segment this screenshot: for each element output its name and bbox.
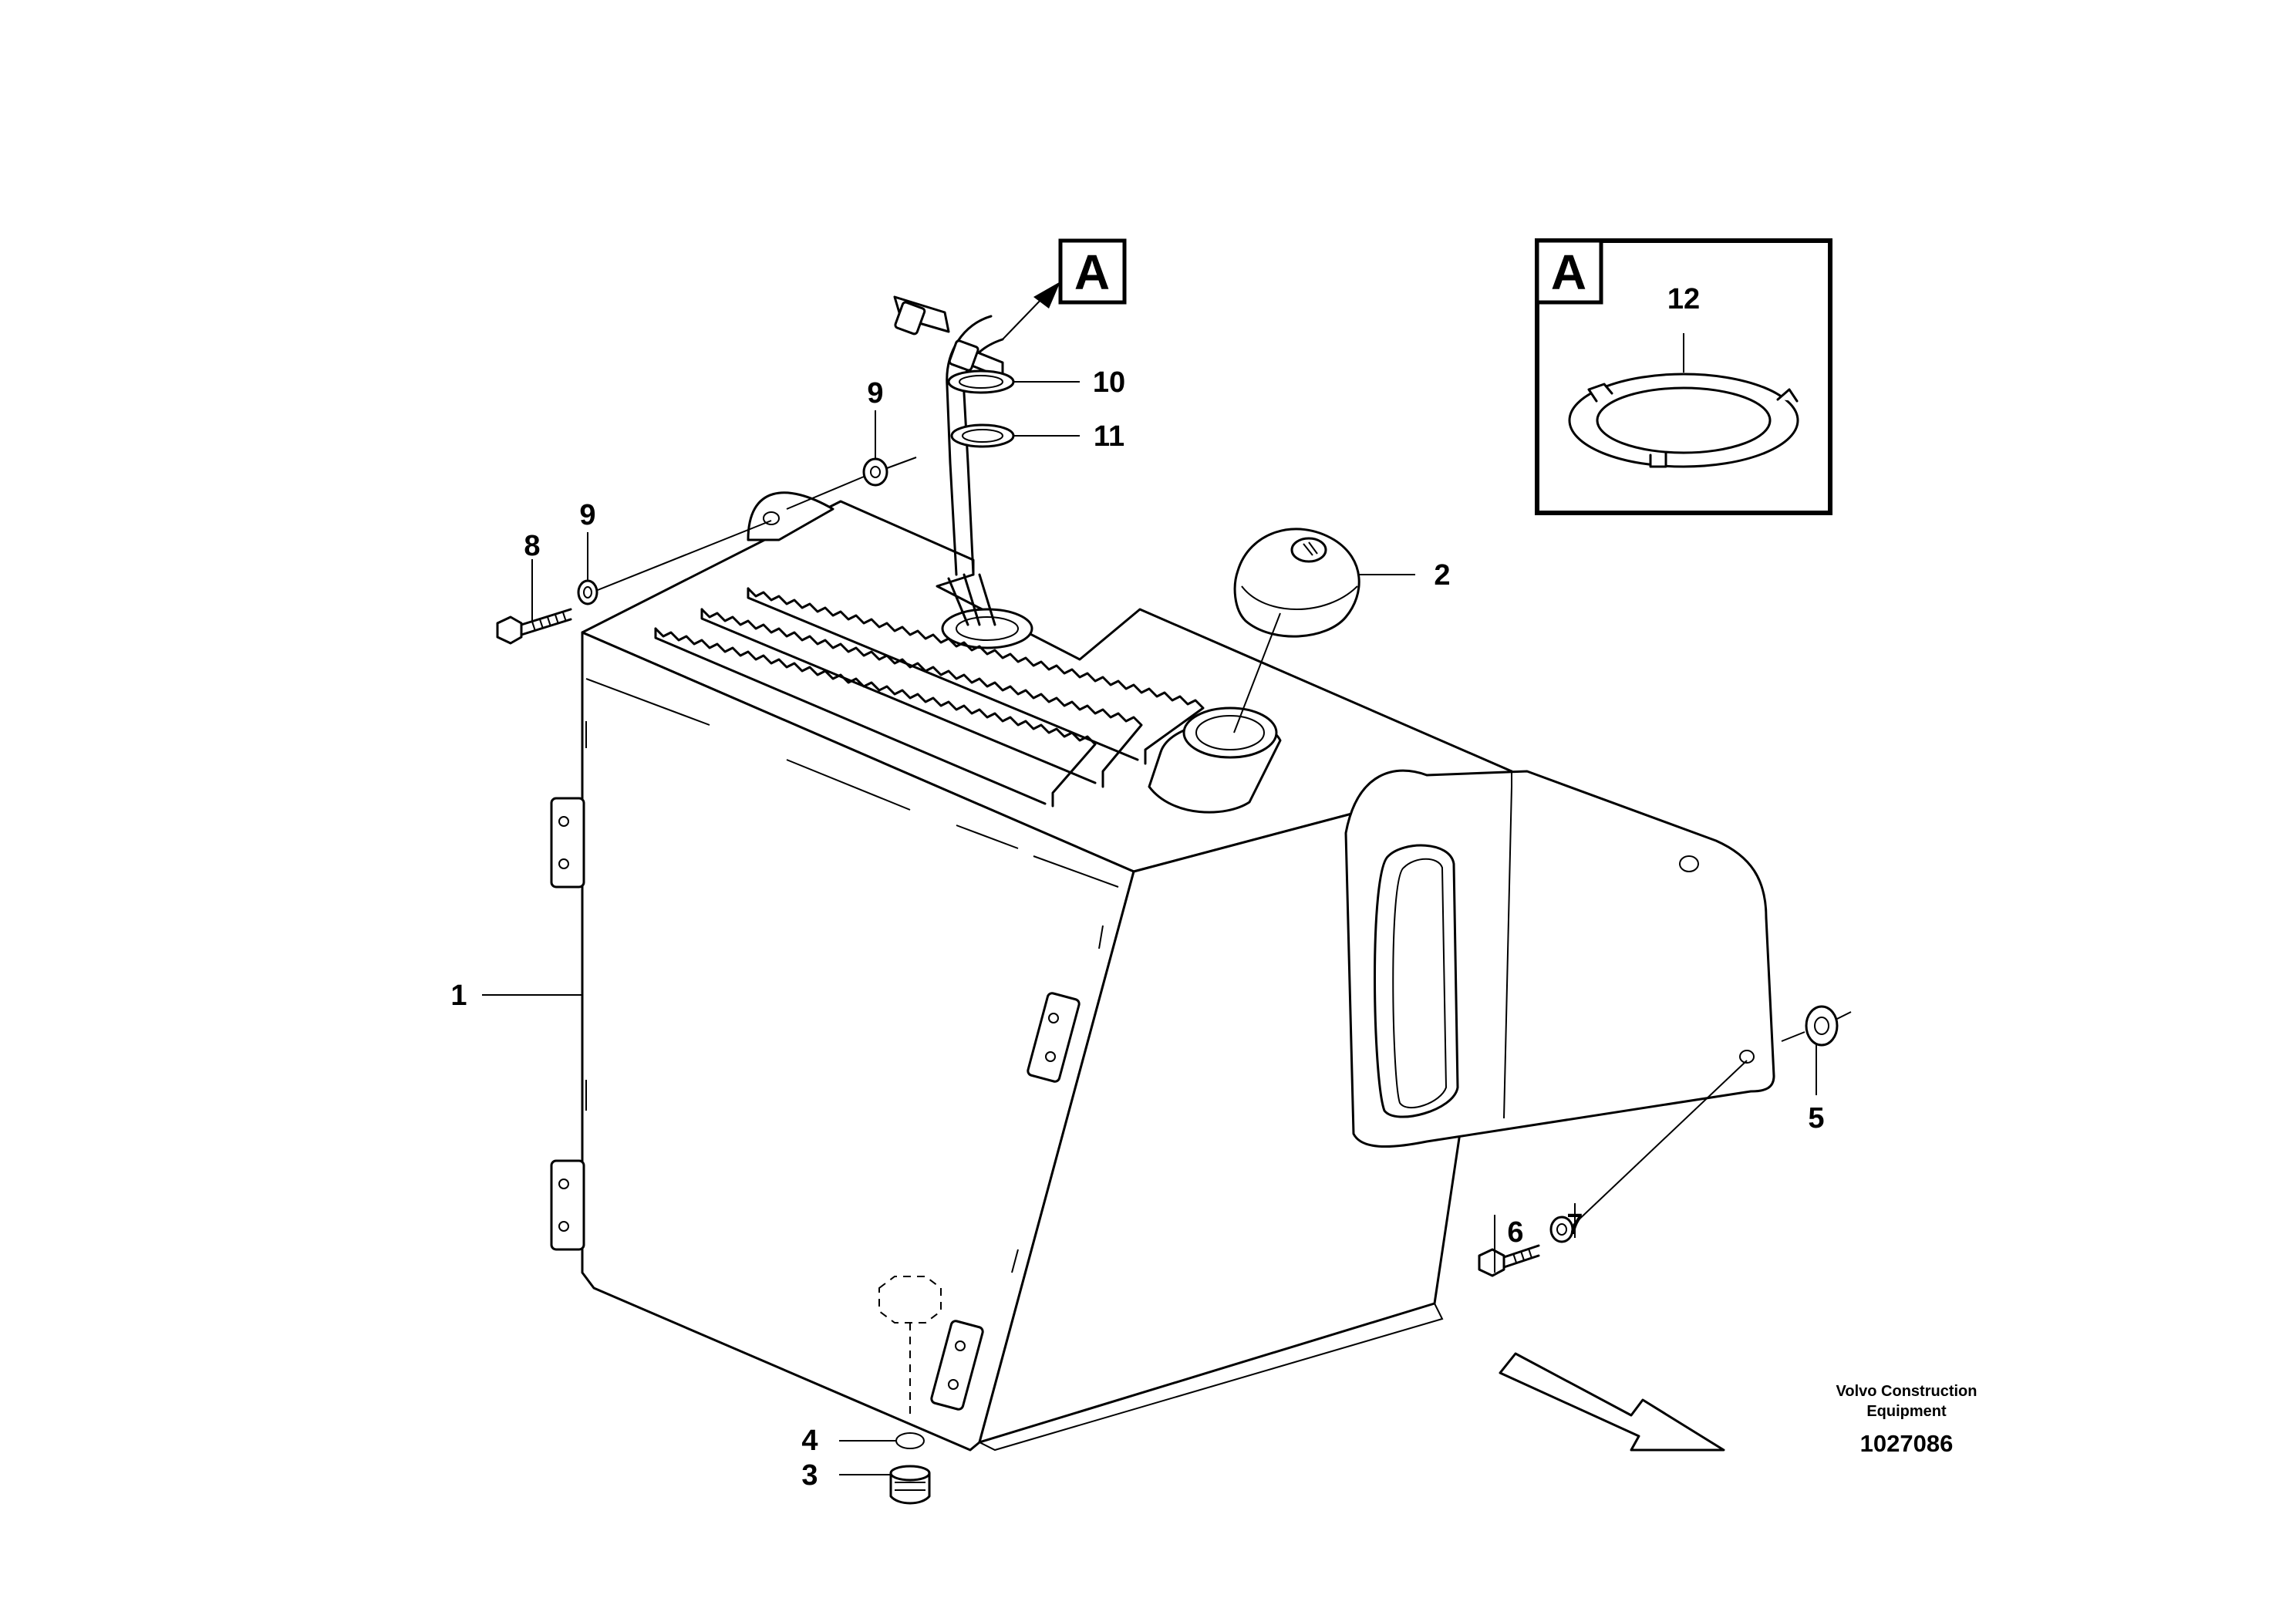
detail-inset: A	[1535, 238, 1832, 515]
detail-reference-label: A	[1074, 244, 1110, 300]
callout-6: 6	[1507, 1216, 1523, 1249]
leader-lines	[482, 282, 1817, 1475]
drawing-number: 1027086	[1860, 1430, 1954, 1457]
callout-labels: 1 2 3 4 5 6 7 8 9 9 10 11 12	[450, 283, 1824, 1492]
side-brackets	[550, 721, 1104, 1411]
callout-2: 2	[1434, 559, 1450, 592]
brand-line-2: Equipment	[1866, 1403, 1947, 1420]
right-mounting-plate	[1344, 769, 1775, 1148]
callout-9-upper: 9	[867, 377, 883, 410]
washer-upper	[786, 457, 917, 510]
bolt-left	[496, 520, 772, 645]
footer-block: Volvo Construction Equipment 1027086	[1836, 1383, 1977, 1457]
detail-reference-box: A	[1058, 238, 1127, 305]
callout-3: 3	[801, 1459, 818, 1492]
callout-10: 10	[1093, 366, 1125, 399]
seal-ring-detail	[1568, 373, 1799, 468]
callout-11: 11	[1094, 420, 1124, 453]
callout-12: 12	[1667, 283, 1700, 315]
level-sensor	[893, 295, 1015, 626]
brand-line-1: Volvo Construction	[1836, 1383, 1977, 1400]
callout-7: 7	[1566, 1209, 1583, 1241]
direction-arrow	[1499, 1352, 1725, 1452]
filler-cap	[1233, 528, 1360, 733]
baffle-strips	[654, 587, 1205, 808]
top-mounting-lug	[747, 491, 834, 541]
callout-9-lower: 9	[579, 499, 595, 531]
callout-1: 1	[450, 980, 467, 1012]
spacer-right	[1781, 1005, 1852, 1047]
drain-plug	[878, 1276, 942, 1505]
callout-5: 5	[1808, 1102, 1824, 1135]
bolt-right	[1478, 1060, 1748, 1277]
callout-8: 8	[524, 530, 540, 562]
callout-4: 4	[801, 1425, 818, 1457]
detail-inset-label: A	[1551, 244, 1586, 300]
